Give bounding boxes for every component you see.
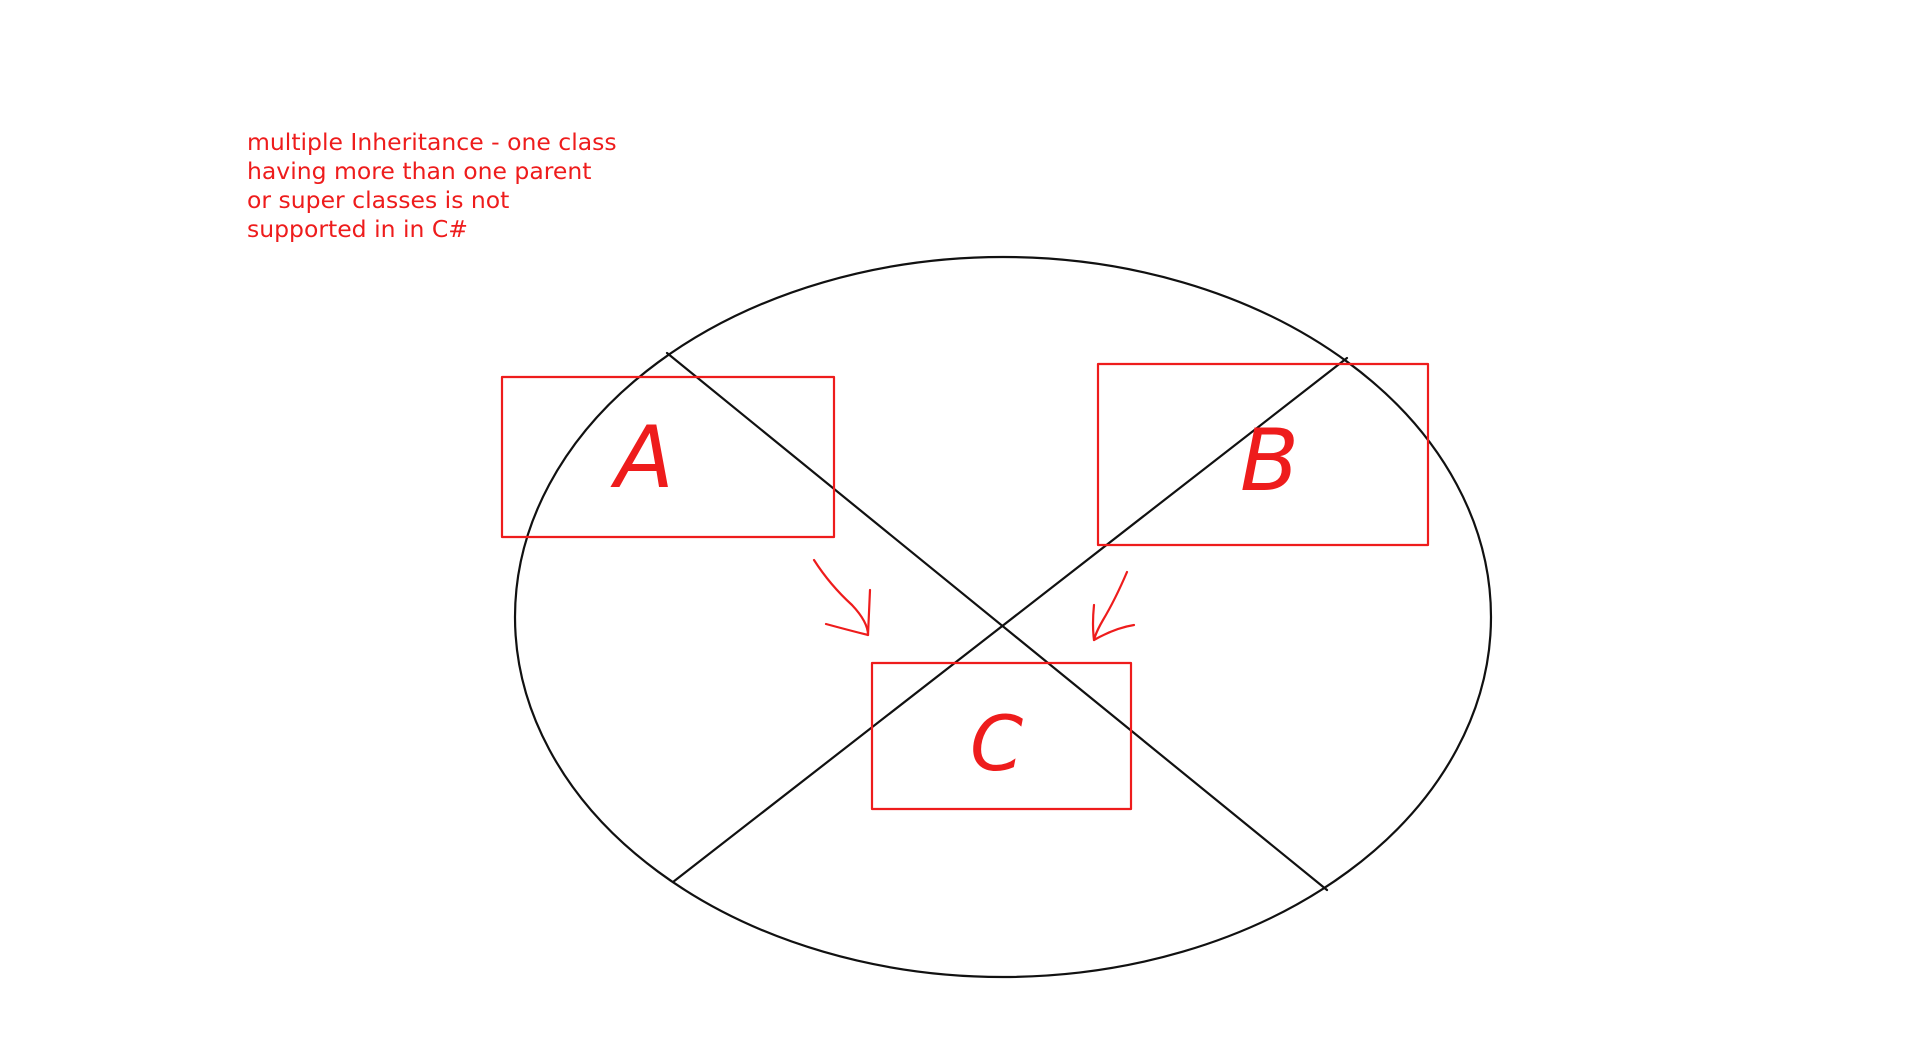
class-box-c-frame <box>870 661 1133 811</box>
note-line-1: multiple Inheritance - one class <box>247 128 617 156</box>
cross-out-mark <box>513 255 1493 979</box>
class-box-a-label: A <box>610 408 674 508</box>
class-box-a-frame <box>500 375 836 539</box>
cross-out-diagonal-right <box>671 356 1349 884</box>
class-box-c-label: C <box>970 699 1023 788</box>
class-box-c: C <box>870 661 1133 811</box>
class-box-a: A <box>500 375 836 539</box>
inheritance-note: multiple Inheritance - one class having … <box>247 128 667 244</box>
enclosing-ellipse <box>513 255 1493 979</box>
class-box-b: B <box>1096 362 1430 547</box>
down-right-arrow-icon <box>812 558 872 637</box>
note-line-2: having more than one parent <box>247 157 592 185</box>
down-left-arrow-icon <box>1091 570 1136 642</box>
cross-out-diagonal-left <box>665 351 1329 892</box>
class-box-b-label: B <box>1240 411 1299 511</box>
class-box-b-frame <box>1096 362 1430 547</box>
note-line-4: supported in in C# <box>247 215 468 243</box>
note-line-3: or super classes is not <box>247 186 510 214</box>
